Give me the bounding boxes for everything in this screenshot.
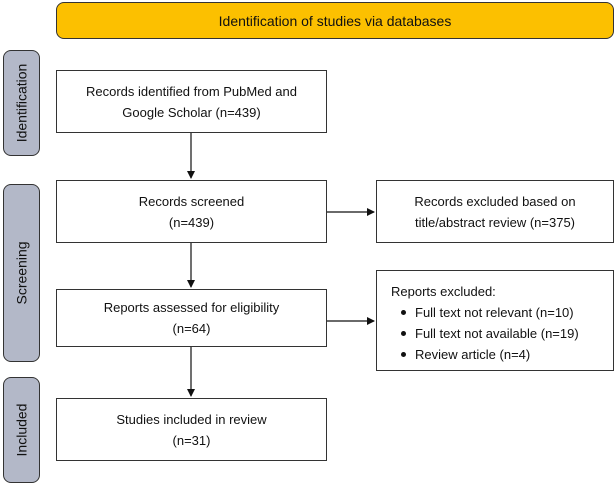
stage-screening: Screening — [3, 184, 40, 362]
stage-included: Included — [3, 377, 40, 483]
records-screened-line2: (n=439) — [168, 214, 215, 230]
bullet-icon — [401, 352, 406, 357]
records-screened-box: Records screened (n=439) — [56, 180, 327, 243]
studies-included-line2: (n=31) — [172, 432, 211, 448]
bullet-icon — [401, 331, 406, 336]
reports-excluded-item-2: Full text not available (n=19) — [415, 326, 579, 341]
reports-excluded-box: Reports excluded: Full text not relevant… — [376, 270, 614, 371]
list-item: Review article (n=4) — [401, 344, 613, 365]
studies-included-line1: Studies included in review — [116, 411, 267, 427]
records-identified-box: Records identified from PubMed and Googl… — [56, 70, 327, 133]
header-title: Identification of studies via databases — [218, 12, 452, 29]
reports-excluded-title: Reports excluded: — [391, 284, 496, 299]
reports-excluded-item-3: Review article (n=4) — [415, 347, 531, 362]
records-screened-line1: Records screened — [138, 193, 245, 209]
records-identified-line2: Google Scholar (n=439) — [122, 104, 261, 120]
bullet-icon — [401, 310, 406, 315]
reports-assessed-box: Reports assessed for eligibility (n=64) — [56, 289, 327, 347]
reports-assessed-line1: Reports assessed for eligibility — [103, 300, 280, 315]
reports-assessed-line2: (n=64) — [172, 321, 211, 336]
records-excluded-line1: Records excluded based on — [414, 193, 576, 209]
reports-excluded-list: Full text not relevant (n=10) Full text … — [391, 302, 613, 365]
records-excluded-line2: title/abstract review (n=375) — [414, 214, 576, 230]
studies-included-box: Studies included in review (n=31) — [56, 398, 327, 461]
stage-identification: Identification — [3, 50, 40, 156]
records-excluded-box: Records excluded based on title/abstract… — [376, 180, 614, 243]
header-banner: Identification of studies via databases — [56, 2, 614, 39]
list-item: Full text not available (n=19) — [401, 323, 613, 344]
list-item: Full text not relevant (n=10) — [401, 302, 613, 323]
reports-excluded-item-1: Full text not relevant (n=10) — [415, 305, 574, 320]
records-identified-line1: Records identified from PubMed and — [85, 83, 297, 99]
